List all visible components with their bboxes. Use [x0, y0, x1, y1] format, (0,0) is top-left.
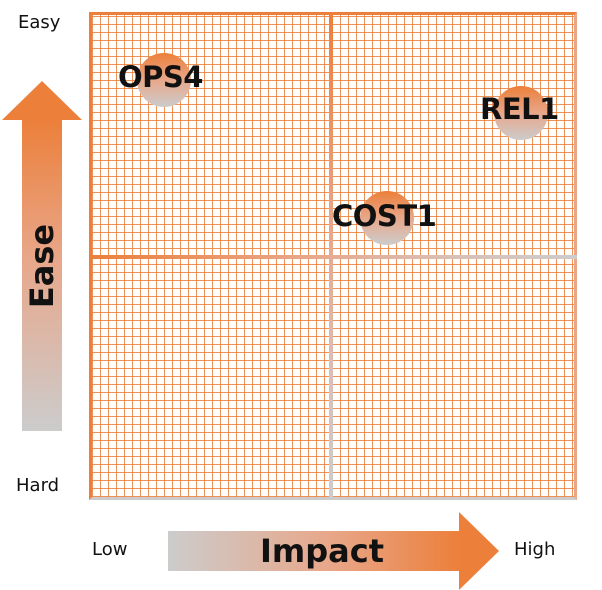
point-marker-rel1	[494, 86, 548, 140]
y-label-hard: Hard	[16, 475, 60, 496]
y-label-easy: Easy	[18, 12, 61, 33]
point-marker-cost1	[360, 191, 414, 245]
x-label-high: High	[514, 539, 556, 560]
ease-arrow-head-icon	[2, 81, 82, 120]
point-label-ops4: OPS4	[118, 60, 203, 94]
impact-axis-title: Impact	[259, 532, 385, 570]
ease-axis-title: Ease	[23, 223, 61, 309]
point-marker-ops4	[137, 53, 191, 107]
ease-arrow-shaft	[22, 119, 62, 431]
point-label-rel1: REL1	[480, 92, 559, 126]
x-label-low: Low	[92, 539, 128, 560]
impact-arrow-head-icon	[459, 512, 499, 590]
point-label-cost1: COST1	[332, 199, 437, 233]
impact-arrow-shaft	[168, 531, 461, 571]
horizontal-divider	[89, 255, 577, 259]
